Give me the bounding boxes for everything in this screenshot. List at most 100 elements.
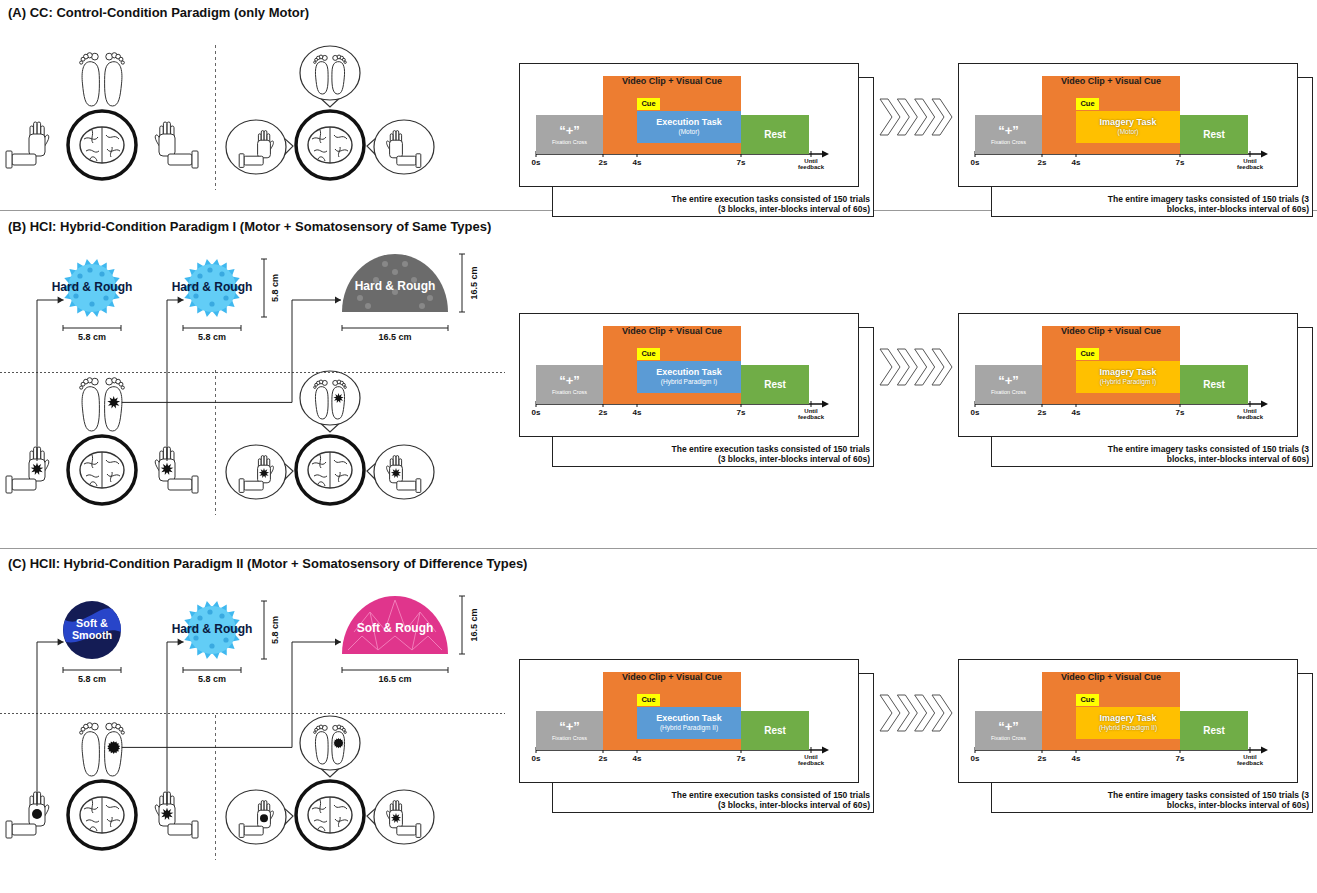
texture-marker bbox=[32, 809, 42, 819]
time-tick-label: 7s bbox=[1176, 754, 1185, 763]
dimension-line bbox=[261, 259, 267, 317]
dimension-line bbox=[459, 254, 465, 312]
caption-holder: The entire execution tasks consisted of … bbox=[666, 791, 870, 810]
time-tick-label: Until feedback bbox=[1234, 158, 1266, 171]
box-label: Execution Task bbox=[656, 714, 721, 724]
box-label: Hard & Rough bbox=[172, 623, 253, 636]
box-label: Execution Task bbox=[656, 118, 721, 128]
box-label: Video Clip + Visual Cue bbox=[1061, 673, 1161, 683]
thought-bubble bbox=[300, 716, 360, 777]
brain-icon bbox=[68, 111, 136, 179]
dimension-label: 5.8 cm bbox=[198, 332, 226, 342]
fixation-box: “+”Fixation Cross bbox=[536, 365, 603, 404]
time-tick-label: 4s bbox=[1072, 754, 1081, 763]
time-tick-label: 2s bbox=[1038, 158, 1047, 167]
brain-icon bbox=[296, 436, 364, 504]
trial-panel: The entire execution tasks consisted of … bbox=[519, 313, 874, 467]
time-tick-label: 0s bbox=[532, 754, 541, 763]
box-label: Execution Task bbox=[656, 368, 721, 378]
label-holder: 5.8 cm bbox=[270, 616, 280, 644]
time-tick-label: 2s bbox=[599, 754, 608, 763]
label-holder: 4s bbox=[633, 408, 642, 417]
label-holder: 4s bbox=[633, 754, 642, 763]
dimension-line bbox=[342, 325, 448, 331]
video-cue-bar: Video Clip + Visual CueCueExecution Task… bbox=[603, 326, 741, 404]
label-holder: Until feedback bbox=[795, 754, 827, 767]
arm-icon bbox=[387, 456, 421, 493]
time-tick-label: 0s bbox=[971, 158, 980, 167]
arrowhead bbox=[58, 297, 64, 304]
box-label: Imagery Task bbox=[1100, 368, 1157, 378]
video-cue-bar: Video Clip + Visual CueCueExecution Task… bbox=[603, 672, 741, 750]
arm-icon bbox=[6, 122, 49, 168]
box-label: Rest bbox=[764, 129, 786, 140]
ball-stimulus: Soft & Smooth bbox=[60, 598, 124, 662]
box-label: Hard & Rough bbox=[355, 280, 436, 293]
dimension-label: 5.8 cm bbox=[198, 674, 226, 684]
time-tick-label: 2s bbox=[599, 408, 608, 417]
caption-text: The entire execution tasks consisted of … bbox=[666, 445, 870, 464]
brain-icon bbox=[296, 781, 364, 849]
dimension-line bbox=[183, 667, 241, 673]
time-tick-label: 0s bbox=[532, 408, 541, 417]
leader-arrow bbox=[167, 642, 184, 806]
caption-text: The entire imagery tasks consisted of 15… bbox=[1105, 445, 1309, 464]
dotted-separator bbox=[0, 372, 505, 373]
dotted-separator bbox=[0, 713, 505, 714]
texture-marker bbox=[333, 738, 343, 748]
label-holder: 5.8 cm bbox=[198, 674, 226, 684]
time-tick-label: 7s bbox=[737, 158, 746, 167]
label-holder: 2s bbox=[599, 158, 608, 167]
label-holder: 5.8 cm bbox=[198, 332, 226, 342]
task-box: Imagery Task(Hybrid Paradigm II) bbox=[1076, 707, 1180, 739]
label-holder: 0s bbox=[971, 158, 980, 167]
time-tick-label: Until feedback bbox=[1234, 754, 1266, 767]
box-label: “+” bbox=[559, 720, 580, 734]
feet-icon bbox=[80, 378, 125, 431]
trial-panel: The entire execution tasks consisted of … bbox=[519, 659, 874, 813]
time-tick-label: Until feedback bbox=[795, 408, 827, 421]
arm-icon bbox=[387, 801, 421, 838]
box-label: “+” bbox=[559, 374, 580, 388]
time-tick-label: 7s bbox=[737, 408, 746, 417]
texture-marker bbox=[333, 393, 343, 403]
video-cue-bar: Video Clip + Visual CueCueExecution Task… bbox=[603, 76, 741, 154]
leader-arrow bbox=[122, 642, 341, 747]
caption-holder: The entire execution tasks consisted of … bbox=[666, 195, 870, 214]
box-label: “+” bbox=[998, 124, 1019, 138]
box-label: (Motor) bbox=[1118, 128, 1139, 135]
box-label: (Hybrid Paradigm II) bbox=[660, 724, 718, 731]
label-holder: (A) CC: Control-Condition Paradigm (only… bbox=[8, 5, 309, 20]
label-holder: 0s bbox=[971, 754, 980, 763]
arrowhead bbox=[335, 639, 341, 646]
arrowhead bbox=[178, 297, 184, 304]
box-label: Fixation Cross bbox=[552, 389, 587, 395]
box-label: Cue bbox=[641, 100, 655, 108]
time-tick-label: 2s bbox=[1038, 754, 1047, 763]
caption-holder: The entire execution tasks consisted of … bbox=[666, 445, 870, 464]
label-holder: Until feedback bbox=[795, 158, 827, 171]
trial-panel: The entire imagery tasks consisted of 15… bbox=[958, 313, 1313, 467]
time-tick-label: 0s bbox=[971, 408, 980, 417]
ball-stimulus: Hard & Rough bbox=[162, 598, 262, 662]
label-holder: 2s bbox=[1038, 158, 1047, 167]
box-label: Soft & Smooth bbox=[60, 618, 124, 642]
thought-bubble bbox=[226, 445, 293, 499]
feet-icon bbox=[314, 725, 347, 764]
thought-bubble bbox=[300, 46, 360, 107]
time-tick-label: 7s bbox=[1176, 158, 1185, 167]
brain-icon bbox=[68, 436, 136, 504]
box-label: (Hybrid Paradigm I) bbox=[661, 378, 717, 385]
box-label: Cue bbox=[1080, 350, 1094, 358]
arm-icon bbox=[155, 447, 198, 493]
time-tick-label: 7s bbox=[1176, 408, 1185, 417]
thought-bubble bbox=[367, 790, 434, 844]
label-holder: 0s bbox=[971, 408, 980, 417]
box-label: “+” bbox=[559, 124, 580, 138]
time-tick-label: Until feedback bbox=[795, 158, 827, 171]
box-label: (Hybrid Paradigm I) bbox=[1100, 378, 1156, 385]
label-holder: 0s bbox=[532, 754, 541, 763]
fixation-box: “+”Fixation Cross bbox=[975, 115, 1042, 154]
label-holder: 7s bbox=[737, 754, 746, 763]
